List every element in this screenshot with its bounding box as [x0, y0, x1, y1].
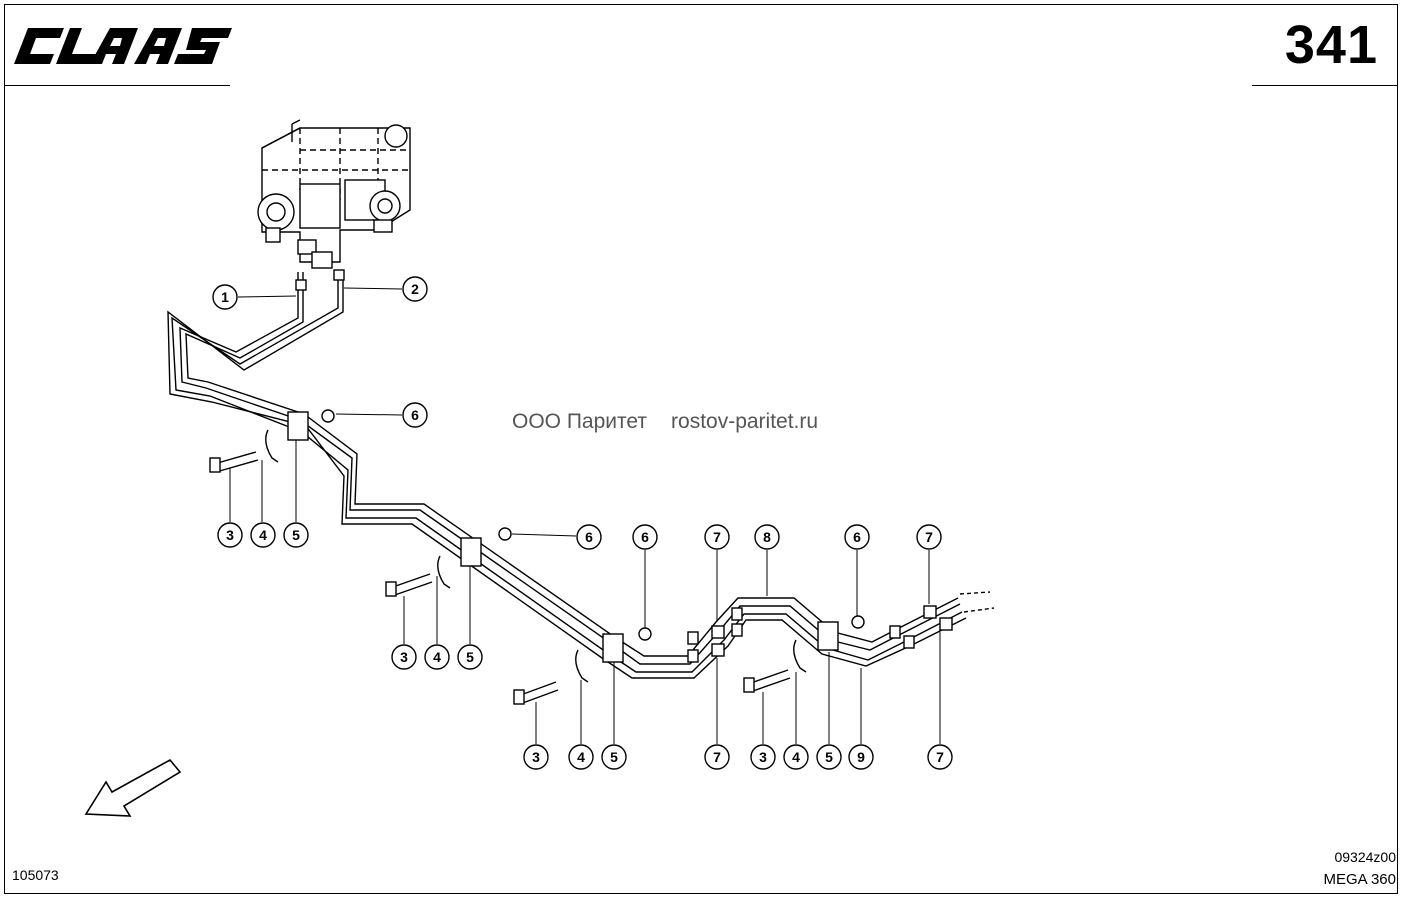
- leader-lines: [229, 287, 941, 744]
- callout-2: 2: [411, 281, 419, 297]
- logo-underline: [4, 85, 230, 86]
- bolts: [209, 451, 791, 705]
- callout-5: 5: [610, 749, 618, 765]
- callout-4: 4: [433, 649, 441, 665]
- pipe-bundle: [167, 272, 995, 679]
- callout-3: 3: [759, 749, 767, 765]
- callout-6: 6: [411, 407, 419, 423]
- callout-4: 4: [792, 749, 800, 765]
- callout-8: 8: [763, 529, 771, 545]
- drawing-code: 09324z00: [1334, 849, 1396, 865]
- document-code: 105073: [12, 867, 59, 883]
- watermark-site: rostov-paritet.ru: [671, 410, 819, 433]
- direction-arrow-icon: [84, 758, 182, 817]
- drawing-frame: [4, 4, 1398, 894]
- callout-6: 6: [853, 529, 861, 545]
- callout-7: 7: [925, 529, 933, 545]
- callout-7: 7: [713, 529, 721, 545]
- callout-5: 5: [466, 649, 474, 665]
- callout-4: 4: [259, 527, 267, 543]
- callout-1: 1: [221, 289, 229, 305]
- nuts-fittings: [295, 269, 953, 663]
- callouts: [212, 276, 953, 770]
- machine-model: MEGA 360: [1323, 871, 1396, 888]
- callout-5: 5: [292, 527, 300, 543]
- callout-3: 3: [226, 527, 234, 543]
- callout-6: 6: [641, 529, 649, 545]
- callout-9: 9: [857, 749, 865, 765]
- claas-logo: [14, 28, 232, 64]
- callout-3: 3: [532, 749, 540, 765]
- clamps: [265, 411, 839, 683]
- control-valve-block: [257, 119, 411, 269]
- watermark: ООО Паритет rostov-paritet.ru: [512, 410, 842, 434]
- page-number-underline: [1252, 85, 1398, 86]
- watermark-company: ООО Паритет: [512, 410, 648, 433]
- callout-4: 4: [577, 749, 585, 765]
- callout-7: 7: [936, 749, 944, 765]
- callout-5: 5: [825, 749, 833, 765]
- callout-7: 7: [713, 749, 721, 765]
- callout-6: 6: [585, 529, 593, 545]
- page-number: 341: [1284, 15, 1378, 75]
- callout-3: 3: [400, 649, 408, 665]
